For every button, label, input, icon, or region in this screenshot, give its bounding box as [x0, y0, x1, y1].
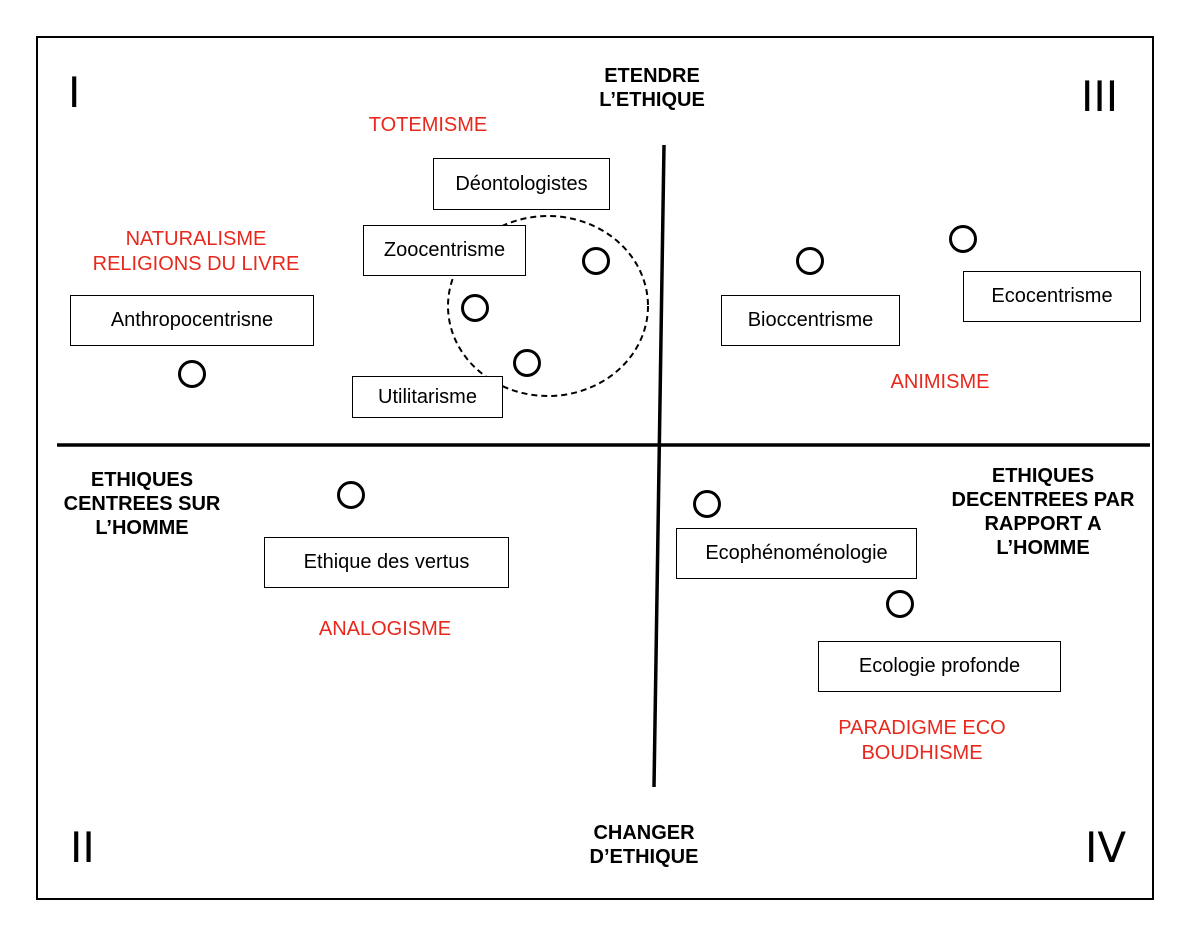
marker-circle	[693, 490, 721, 518]
marker-circle	[582, 247, 610, 275]
axis-label-bottom: CHANGER D’ETHIQUE	[589, 822, 699, 868]
ontology-totemisme: TOTEMISME	[368, 114, 488, 136]
dashed-cluster-ellipse	[447, 215, 649, 397]
box-anthropocentrisne: Anthropocentrisne	[70, 295, 314, 346]
box-ethique-des-vertus: Ethique des vertus	[264, 537, 509, 588]
marker-circle	[796, 247, 824, 275]
axis-label-top: ETENDRE L’ETHIQUE	[599, 65, 705, 111]
box-zoocentrisme: Zoocentrisme	[363, 225, 526, 276]
vertical-axis	[652, 144, 666, 788]
axis-label-left: ETHIQUES CENTREES SUR L’HOMME	[63, 469, 221, 539]
box-deontologistes: Déontologistes	[433, 158, 610, 210]
marker-circle	[886, 590, 914, 618]
quadrant-label-ii: II	[70, 823, 95, 872]
box-ecologie-profonde: Ecologie profonde	[818, 641, 1061, 692]
marker-circle	[949, 225, 977, 253]
marker-circle	[513, 349, 541, 377]
ontology-paradigme-eco: PARADIGME ECO BOUDHISME	[838, 717, 1006, 764]
ontology-animisme: ANIMISME	[890, 371, 990, 393]
ontology-naturalisme: NATURALISME RELIGIONS DU LIVRE	[92, 228, 300, 275]
marker-circle	[461, 294, 489, 322]
quadrant-label-iv: IV	[1085, 823, 1127, 872]
marker-circle	[178, 360, 206, 388]
ontology-analogisme: ANALOGISME	[318, 618, 452, 640]
quadrant-label-iii: III	[1081, 72, 1119, 121]
box-ecocentrisme: Ecocentrisme	[963, 271, 1141, 322]
diagram-frame	[36, 36, 1154, 900]
axis-label-right: ETHIQUES DECENTREES PAR RAPPORT A L’HOMM…	[951, 465, 1135, 559]
box-ecophenomenologie: Ecophénoménologie	[676, 528, 917, 579]
marker-circle	[337, 481, 365, 509]
quadrant-label-i: I	[68, 68, 81, 117]
box-bioccentrisme: Bioccentrisme	[721, 295, 900, 346]
box-utilitarisme: Utilitarisme	[352, 376, 503, 418]
